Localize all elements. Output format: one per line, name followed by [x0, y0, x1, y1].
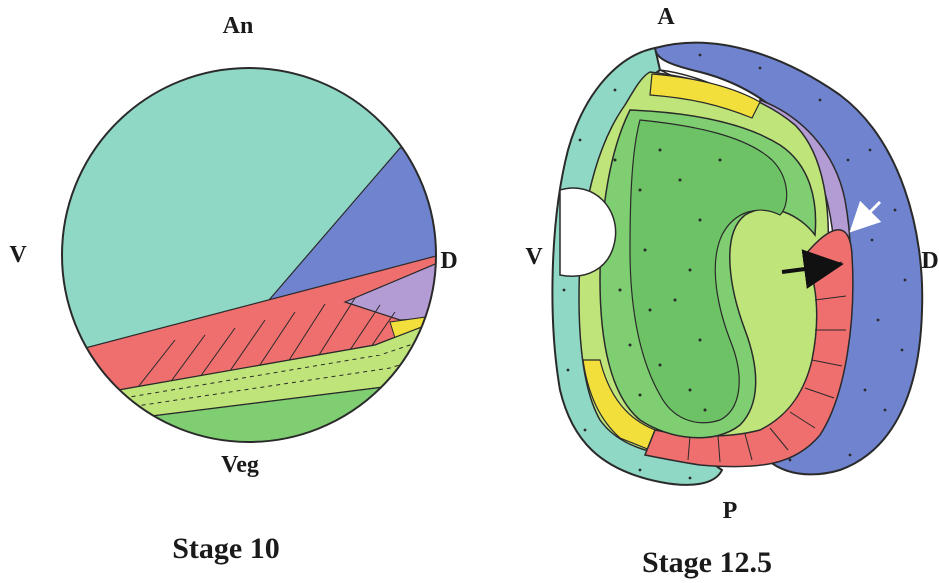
stage-12-5-title: Stage 12.5 — [642, 546, 772, 579]
stage-10-embryo — [62, 68, 450, 460]
label-v-stage10: V — [9, 242, 27, 268]
label-v-stage12: V — [525, 244, 543, 270]
label-d-stage10: D — [440, 248, 457, 274]
stage-10-title: Stage 10 — [172, 532, 280, 565]
stage-12-5-embryo — [552, 43, 922, 485]
label-p: P — [723, 498, 738, 524]
label-a: A — [657, 4, 675, 30]
label-veg: Veg — [221, 452, 259, 478]
label-d-stage12: D — [921, 248, 938, 274]
label-an: An — [223, 13, 254, 39]
